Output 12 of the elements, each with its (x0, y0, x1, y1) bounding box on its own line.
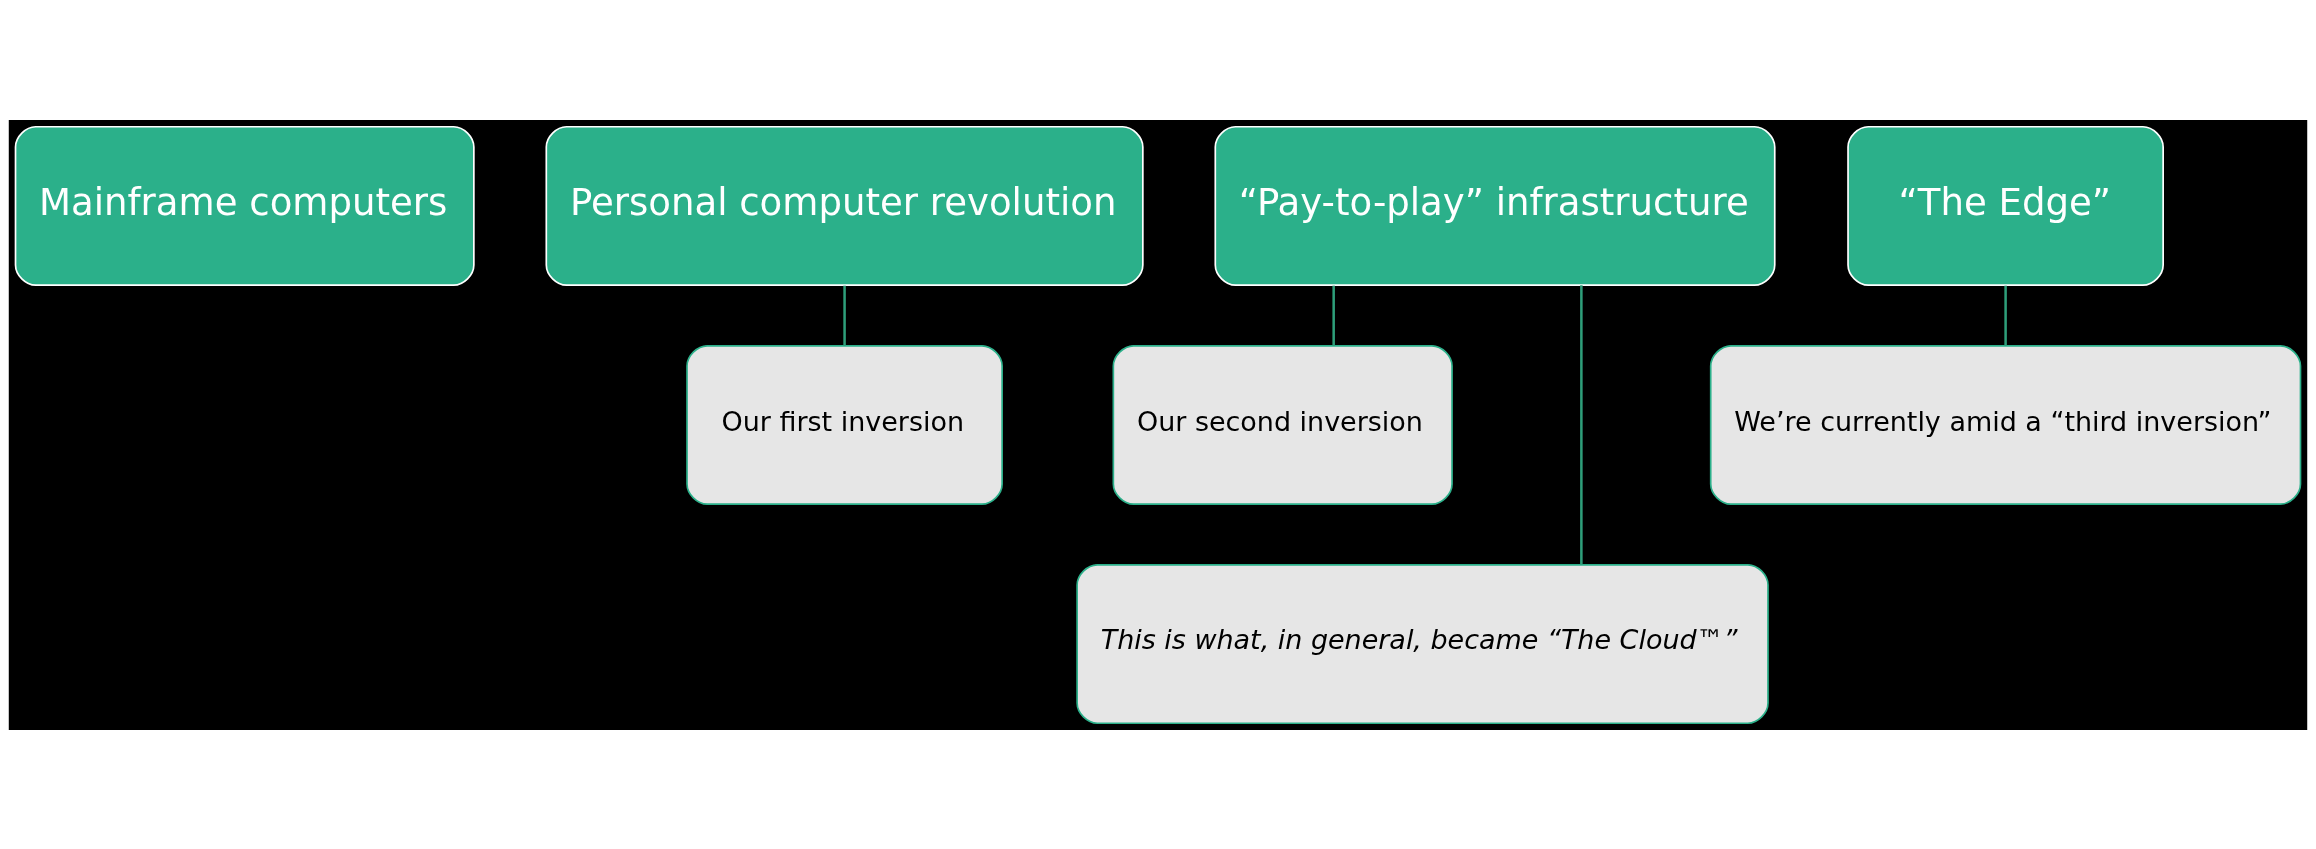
node-box: “The Edge” (1847, 125, 2164, 286)
node-box: “Pay-to-play” infrastructure (1214, 125, 1776, 286)
connector (1580, 284, 1583, 565)
connector (2004, 285, 2007, 346)
node-box: Personal computer revolution (545, 125, 1144, 286)
node-box: Mainframe computers (14, 125, 475, 286)
node-box: We’re currently amid a “third inversion” (1709, 344, 2302, 505)
connector (843, 285, 846, 346)
node-box: Our second inversion (1112, 344, 1453, 505)
connector (1332, 285, 1335, 346)
node-box: This is what, in general, became “The Cloud™” (1076, 563, 1769, 724)
node-box: Our first inversion (686, 344, 1003, 505)
